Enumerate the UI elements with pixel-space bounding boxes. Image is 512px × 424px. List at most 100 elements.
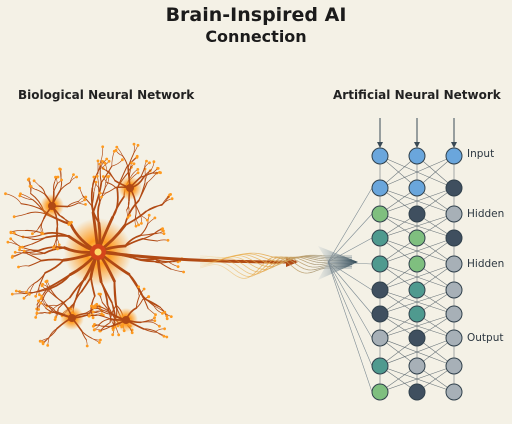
synapse-dot (100, 195, 103, 199)
dendrite (99, 318, 111, 324)
dendrite (156, 239, 169, 242)
synapse-dot (101, 145, 105, 149)
synapse-dot (165, 335, 169, 339)
synapse-dot (4, 192, 7, 196)
fan-in-line (327, 261, 373, 339)
synapse-dot (13, 250, 17, 254)
synapse-dot (72, 173, 75, 177)
synapse-dot (101, 175, 105, 178)
dendrite (168, 261, 179, 267)
network-node (445, 229, 463, 247)
signal-arrow-icon (318, 246, 358, 280)
fan-in-line (327, 261, 373, 315)
synapse-dot (161, 312, 164, 315)
soma (48, 202, 56, 210)
synapse-dot (117, 333, 121, 337)
soma (126, 184, 134, 192)
wave-line (199, 256, 352, 270)
synapse-dot (84, 195, 88, 199)
dendrite (138, 182, 146, 202)
synapse-dot (136, 171, 140, 175)
synapse-dot (34, 316, 38, 319)
synapse-dot (17, 265, 20, 269)
synapse-dot (148, 161, 151, 165)
synapse-dot (153, 316, 157, 319)
dendrite (134, 203, 137, 217)
synapse-dot (38, 293, 41, 297)
network-nodes (371, 147, 463, 401)
dendrite (56, 224, 59, 240)
dendrite (123, 199, 140, 227)
dendrite (122, 155, 129, 169)
synapse-dot (134, 224, 138, 228)
synapse-dot (111, 328, 115, 332)
synapse-dot (113, 325, 117, 329)
dendrite (139, 232, 155, 236)
synapse-dot (31, 232, 34, 236)
synapse-dot (56, 175, 60, 179)
synapse-dot (29, 185, 33, 188)
synapse-dot (92, 175, 96, 179)
synapse-dot (83, 198, 87, 202)
fan-in-line (327, 261, 373, 291)
synapse-dot (52, 246, 55, 250)
network-node (445, 255, 463, 273)
synapse-dot (40, 294, 44, 298)
network-node (445, 305, 463, 323)
synapse-dot (54, 175, 57, 179)
synapse-dot (26, 178, 30, 182)
dendrite (10, 230, 26, 233)
synapse-dot (166, 238, 170, 242)
input-arrowhead-icon (414, 142, 420, 148)
synapse-dot (32, 179, 36, 183)
synapse-dot (169, 315, 173, 318)
dendrite (111, 159, 123, 167)
synapse-dot (137, 285, 141, 289)
dendrite (123, 210, 147, 227)
wave-line (199, 256, 352, 273)
network-node (445, 205, 463, 223)
fan-in-line (327, 187, 373, 263)
synapse-dot (93, 328, 96, 331)
dendrite (146, 172, 157, 183)
layer-label-hidden-2: Hidden (467, 258, 505, 270)
network-node (408, 255, 426, 273)
dendrite (141, 293, 149, 310)
synapse-dot (130, 331, 134, 335)
dendrite (44, 304, 57, 313)
dendrite (126, 200, 130, 211)
dendrite (135, 299, 144, 309)
synapse-dot (158, 171, 161, 174)
dendrite (91, 169, 100, 189)
network-node (445, 357, 463, 375)
network-edge (379, 313, 455, 339)
synapse-dot (10, 292, 14, 296)
synapse-dot (98, 341, 101, 344)
synapse-dot (91, 316, 95, 320)
dendrite (31, 252, 46, 255)
dendrite (26, 253, 43, 262)
synapse-dot (41, 232, 45, 236)
network-node (371, 329, 389, 347)
dendrite (92, 181, 103, 214)
synapse-dot (10, 256, 14, 259)
synapse-dot (45, 279, 49, 283)
network-edge (379, 237, 455, 265)
dendrite (91, 205, 100, 224)
synapse-dot (132, 142, 136, 146)
synapse-dot (162, 334, 166, 338)
network-node (371, 179, 389, 197)
dendrite (22, 243, 33, 248)
axon (97, 250, 297, 264)
synapse-dot (165, 314, 169, 318)
synapse-dot (168, 193, 172, 197)
synapse-dot (95, 174, 99, 178)
synapse-dot (57, 243, 61, 247)
network-node (408, 329, 426, 347)
dendrite (100, 165, 113, 184)
synapse-dot (9, 230, 13, 234)
network-node (408, 147, 426, 165)
dendrite (106, 182, 116, 189)
